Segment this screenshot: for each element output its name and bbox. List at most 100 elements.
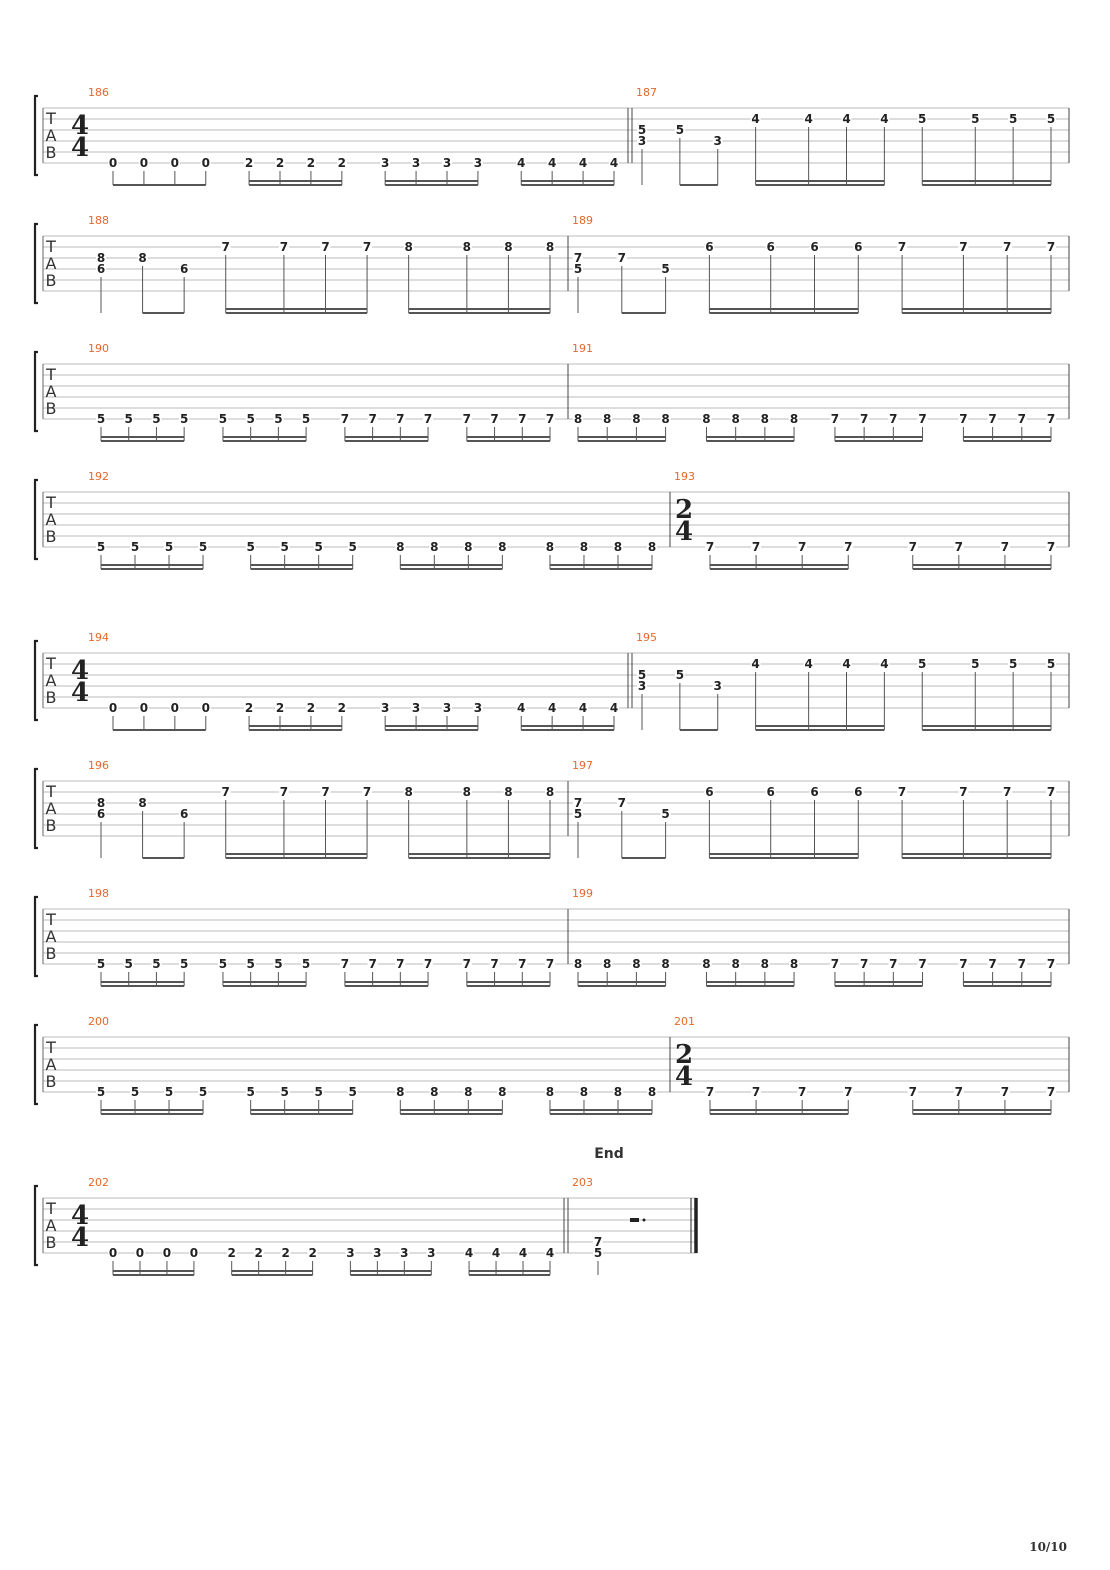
- fret-number: 3: [381, 156, 389, 170]
- bar-number: 200: [88, 1015, 109, 1028]
- fret-background: [841, 113, 852, 125]
- fret-number: 5: [246, 1085, 254, 1099]
- fret-background: [275, 702, 285, 714]
- fret-number: 6: [97, 807, 105, 821]
- fret-number: 8: [603, 412, 611, 426]
- fret-background: [958, 958, 969, 970]
- fret-background: [545, 413, 555, 425]
- fret-number: 7: [1047, 540, 1055, 554]
- fret-number: 5: [180, 412, 188, 426]
- fret-background: [888, 958, 899, 970]
- end-marker: End: [594, 1146, 624, 1162]
- tab-clef-letter: B: [46, 688, 57, 707]
- fret-background: [179, 263, 190, 275]
- fret-number: 6: [180, 807, 188, 821]
- fret-number: 7: [1047, 412, 1055, 426]
- fret-background: [339, 958, 350, 970]
- fret-number: 5: [246, 540, 254, 554]
- fret-number: 3: [412, 156, 420, 170]
- fret-background: [705, 1086, 715, 1098]
- tab-clef-letter: B: [46, 271, 57, 290]
- fret-number: 7: [909, 540, 917, 554]
- fret-background: [609, 702, 619, 714]
- fret-number: 7: [1018, 412, 1026, 426]
- fret-number: 5: [219, 412, 227, 426]
- fret-background: [803, 113, 814, 125]
- fret-background: [226, 1247, 237, 1259]
- fret-background: [179, 808, 190, 820]
- fret-background: [399, 1247, 410, 1259]
- fret-number: 2: [338, 156, 346, 170]
- fret-background: [958, 786, 969, 798]
- fret-number: 4: [842, 657, 850, 671]
- fret-number: 7: [518, 957, 526, 971]
- time-signature-top: 4: [71, 656, 89, 686]
- fret-background: [1046, 413, 1056, 425]
- fret-background: [96, 263, 106, 275]
- fret-number: 4: [548, 156, 556, 170]
- fret-background: [999, 541, 1010, 553]
- fret-background: [573, 252, 583, 264]
- time-signature-top: 2: [675, 495, 693, 525]
- fret-background: [362, 786, 373, 798]
- fret-number: 7: [341, 957, 349, 971]
- fret-background: [897, 786, 908, 798]
- fret-number: 4: [546, 1246, 554, 1260]
- tab-clef-letter: A: [46, 510, 57, 529]
- fret-number: 8: [138, 796, 146, 810]
- fret-number: 5: [661, 807, 669, 821]
- bar-number: 193: [674, 470, 695, 483]
- fret-background: [765, 786, 776, 798]
- fret-background: [301, 958, 312, 970]
- fret-number: 5: [1009, 112, 1017, 126]
- fret-background: [953, 1086, 964, 1098]
- fret-number: 7: [860, 957, 868, 971]
- tab-clef-letter: A: [46, 254, 57, 273]
- fret-number: 5: [1047, 112, 1055, 126]
- fret-background: [637, 135, 647, 147]
- fret-background: [1008, 113, 1019, 125]
- fret-background: [789, 958, 800, 970]
- fret-number: 7: [321, 785, 329, 799]
- fret-background: [169, 702, 180, 714]
- fret-background: [96, 1086, 106, 1098]
- fret-number: 7: [1001, 540, 1009, 554]
- fret-background: [464, 1247, 475, 1259]
- fret-background: [395, 958, 406, 970]
- fret-number: 7: [363, 240, 371, 254]
- fret-number: 5: [638, 668, 646, 682]
- fret-background: [164, 541, 175, 553]
- fret-number: 5: [97, 957, 105, 971]
- fret-background: [809, 786, 820, 798]
- fret-background: [545, 786, 555, 798]
- fret-number: 5: [676, 668, 684, 682]
- fret-background: [609, 157, 619, 169]
- time-signature-bottom: 4: [71, 1223, 89, 1253]
- bar-number: 198: [88, 887, 109, 900]
- tab-clef-letter: B: [46, 816, 57, 835]
- fret-number: 8: [430, 540, 438, 554]
- fret-number: 5: [661, 262, 669, 276]
- fret-number: 5: [574, 807, 582, 821]
- tab-clef-letter: B: [46, 527, 57, 546]
- fret-number: 3: [427, 1246, 435, 1260]
- fret-background: [245, 1086, 256, 1098]
- fret-number: 7: [1047, 240, 1055, 254]
- fret-background: [578, 1086, 589, 1098]
- fret-number: 5: [199, 540, 207, 554]
- fret-number: 7: [1047, 957, 1055, 971]
- fret-background: [516, 157, 527, 169]
- fret-background: [859, 958, 870, 970]
- fret-number: 7: [546, 412, 554, 426]
- fret-number: 7: [918, 957, 926, 971]
- fret-background: [429, 541, 440, 553]
- bar-number: 199: [572, 887, 593, 900]
- fret-number: 5: [638, 123, 646, 137]
- fret-number: 8: [404, 240, 412, 254]
- fret-number: 7: [844, 1085, 852, 1099]
- fret-number: 5: [165, 1085, 173, 1099]
- fret-number: 5: [314, 540, 322, 554]
- fret-background: [198, 541, 209, 553]
- fret-number: 5: [314, 1085, 322, 1099]
